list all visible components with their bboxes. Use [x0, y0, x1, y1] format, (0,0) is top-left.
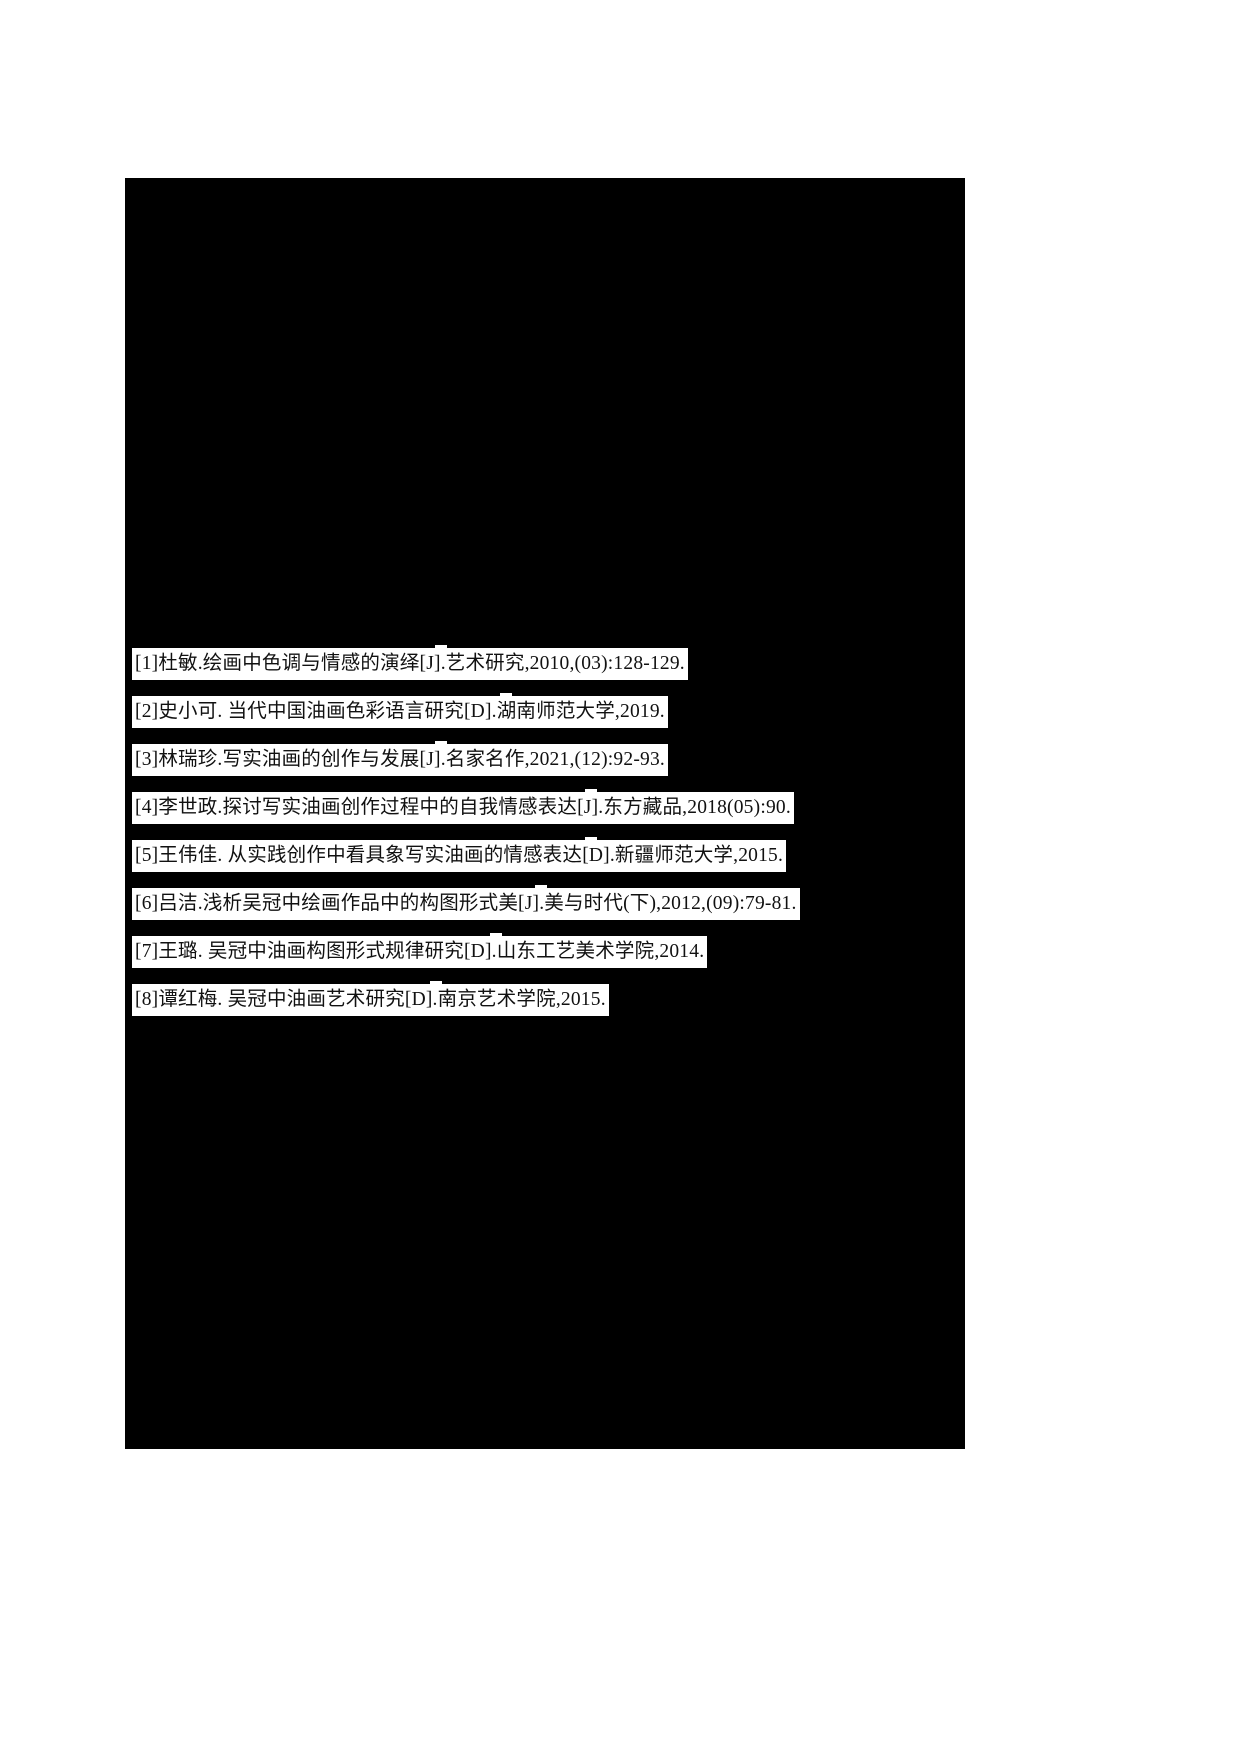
scan-tick-icon — [585, 837, 597, 841]
scan-tick-icon — [500, 693, 512, 697]
reference-list: [1]杜敏.绘画中色调与情感的演绎[J].艺术研究,2010,(03):128-… — [132, 645, 960, 1032]
document-canvas: [1]杜敏.绘画中色调与情感的演绎[J].艺术研究,2010,(03):128-… — [125, 178, 965, 1449]
list-item[interactable]: [5]王伟佳. 从实践创作中看具象写实油画的情感表达[D].新疆师范大学,201… — [132, 837, 960, 888]
scan-tick-icon — [435, 741, 447, 745]
reference-entry-5: [5]王伟佳. 从实践创作中看具象写实油画的情感表达[D].新疆师范大学,201… — [132, 840, 787, 872]
reference-entry-4: [4]李世政.探讨写实油画创作过程中的自我情感表达[J].东方藏品,2018(0… — [132, 792, 794, 824]
list-item[interactable]: [8]谭红梅. 吴冠中油画艺术研究[D].南京艺术学院,2015. — [132, 981, 960, 1032]
scan-tick-icon — [430, 981, 442, 985]
list-item[interactable]: [3]林瑞珍.写实油画的创作与发展[J].名家名作,2021,(12):92-9… — [132, 741, 960, 792]
scan-tick-icon — [585, 789, 597, 793]
reference-entry-8: [8]谭红梅. 吴冠中油画艺术研究[D].南京艺术学院,2015. — [132, 984, 609, 1016]
scan-tick-icon — [535, 885, 547, 889]
lower-blank-region — [125, 1008, 965, 1449]
reference-entry-6: [6]吕洁.浅析吴冠中绘画作品中的构图形式美[J].美与时代(下),2012,(… — [132, 888, 800, 920]
upper-blank-region — [125, 178, 965, 640]
list-item[interactable]: [6]吕洁.浅析吴冠中绘画作品中的构图形式美[J].美与时代(下),2012,(… — [132, 885, 960, 936]
reference-entry-7: [7]王璐. 吴冠中油画构图形式规律研究[D].山东工艺美术学院,2014. — [132, 936, 708, 968]
scan-tick-icon — [435, 645, 447, 649]
list-item[interactable]: [7]王璐. 吴冠中油画构图形式规律研究[D].山东工艺美术学院,2014. — [132, 933, 960, 984]
scan-tick-icon — [490, 933, 502, 937]
reference-entry-2: [2]史小可. 当代中国油画色彩语言研究[D].湖南师范大学,2019. — [132, 696, 668, 728]
reference-entry-3: [3]林瑞珍.写实油画的创作与发展[J].名家名作,2021,(12):92-9… — [132, 744, 668, 776]
reference-entry-1: [1]杜敏.绘画中色调与情感的演绎[J].艺术研究,2010,(03):128-… — [132, 648, 688, 680]
list-item[interactable]: [1]杜敏.绘画中色调与情感的演绎[J].艺术研究,2010,(03):128-… — [132, 645, 960, 696]
list-item[interactable]: [4]李世政.探讨写实油画创作过程中的自我情感表达[J].东方藏品,2018(0… — [132, 789, 960, 840]
list-item[interactable]: [2]史小可. 当代中国油画色彩语言研究[D].湖南师范大学,2019. — [132, 693, 960, 744]
